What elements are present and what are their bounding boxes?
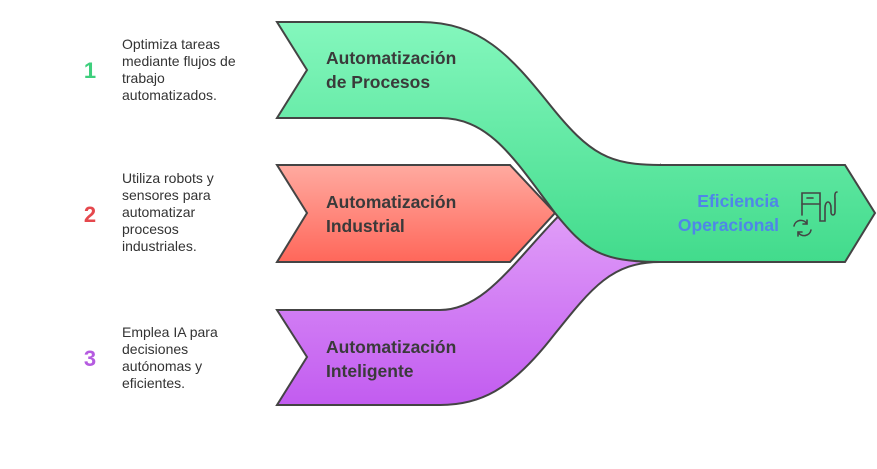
step-description-1: Optimiza tareas mediante flujos de traba… [122,36,236,103]
step-title-1: Automatización de Procesos [326,46,456,94]
title-line: Industrial [326,216,405,236]
outcome-line: Operacional [677,215,779,235]
red-arrow [275,164,557,263]
title-line: Automatización [326,337,457,357]
title-line: Automatización [326,192,457,212]
title-line: de Procesos [326,72,431,92]
step-number-3: 3 [83,346,97,371]
step-number-1: 1 [83,58,97,83]
step-description-3: Emplea IA para decisiones autónomas y ef… [122,324,218,391]
step-description-2: Utiliza robots y sensores para automatiz… [122,170,214,254]
outcome-line: Eficiencia [697,191,779,211]
step-number-2: 2 [83,202,97,227]
green-arrow [275,21,877,263]
title-line: Automatización [326,48,457,68]
fuel-pump-refresh-icon [793,191,838,237]
title-line: Inteligente [326,361,414,381]
